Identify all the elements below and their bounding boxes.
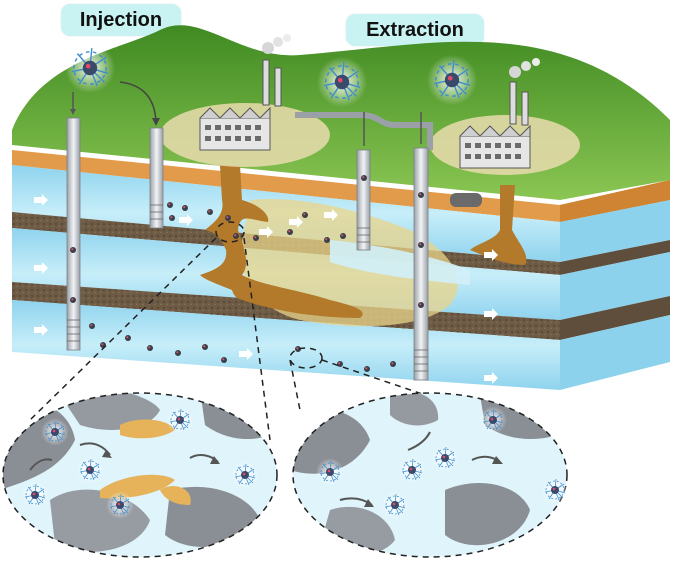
injection-label: Injection	[61, 4, 181, 36]
pump-icon	[450, 193, 482, 207]
factory-right	[430, 58, 580, 175]
injection-well-2	[119, 81, 164, 229]
nanoparticle-icon	[315, 55, 369, 109]
extraction-well-1	[356, 112, 371, 251]
nanoparticle-icon	[63, 41, 117, 95]
zoom-view-clean	[292, 392, 570, 558]
zoom-view-contaminated	[2, 392, 278, 558]
extraction-label: Extraction	[346, 14, 484, 46]
nanoparticle-icon	[425, 53, 479, 107]
factory-left	[160, 34, 330, 167]
extraction-well-2	[413, 112, 429, 381]
aquifer-side-face	[560, 200, 670, 390]
pipeline	[295, 112, 482, 207]
contaminant-plume	[200, 165, 527, 327]
injection-well-1	[66, 92, 81, 351]
